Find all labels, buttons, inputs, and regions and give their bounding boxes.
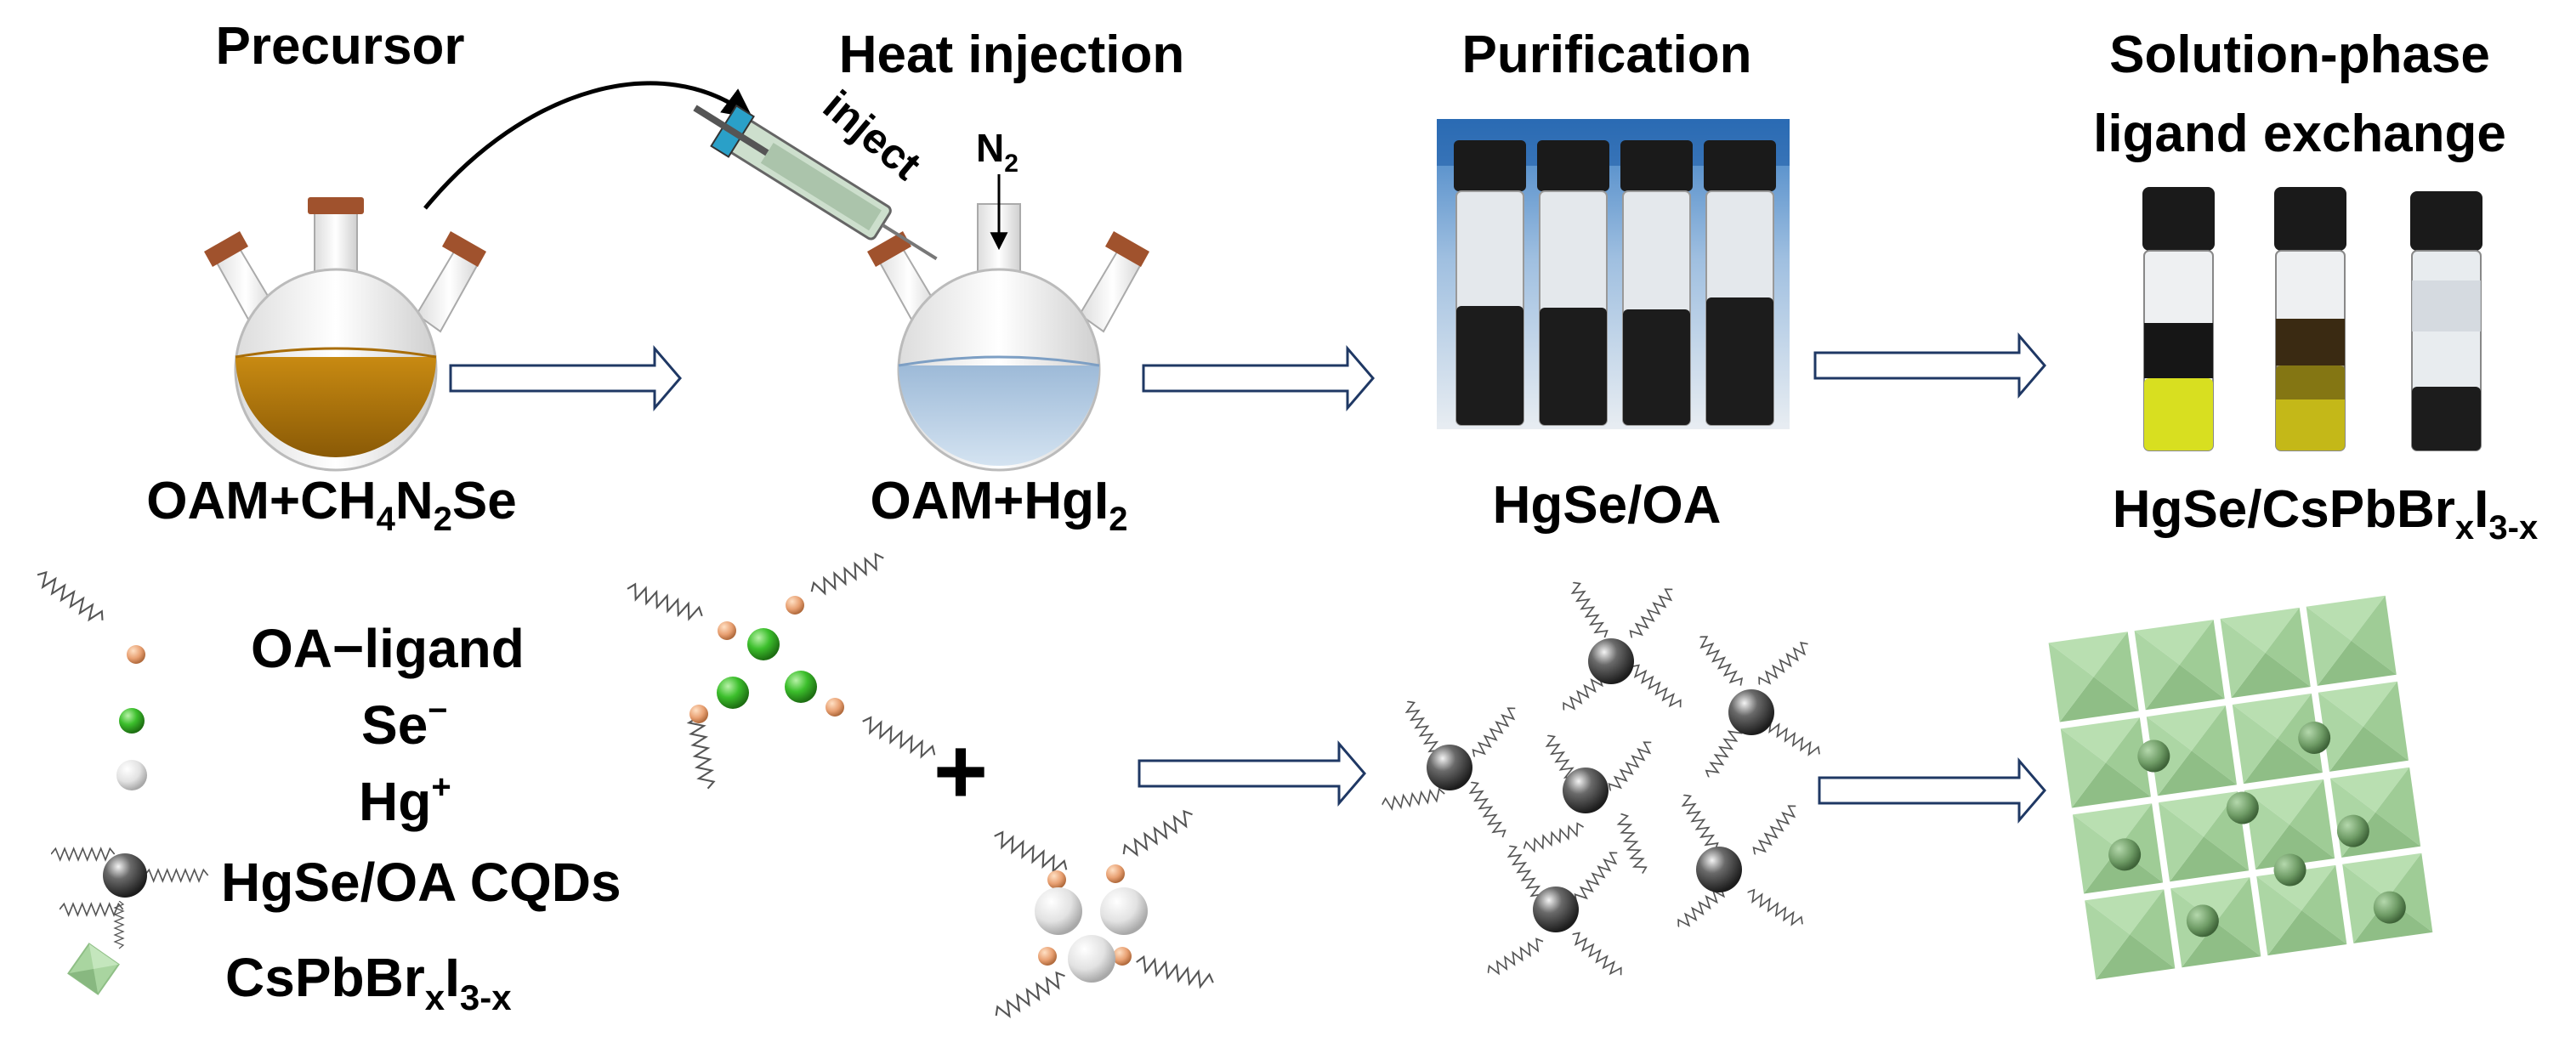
legend-label-perovskite: CsPbBrxI3-x (225, 947, 512, 1017)
stage3-title: Purification (1461, 25, 1751, 84)
vial (2410, 191, 2482, 451)
hg-ion-icon (116, 760, 147, 790)
embedded-cqd (2336, 814, 2369, 847)
perovskite-octahedron (2072, 803, 2164, 894)
vial (2274, 187, 2346, 451)
stage3-caption: HgSe/OA (1493, 476, 1722, 535)
stage2-caption: OAM+HgI2 (871, 472, 1128, 538)
stage4-title-line2: ligand exchange (2093, 105, 2506, 163)
ligand-exchange-photo (2142, 187, 2482, 451)
stage1-caption: OAM+CH4N2Se (146, 472, 517, 538)
hgse-cqd (1674, 791, 1807, 932)
process-arrow (1818, 756, 2046, 824)
perovskite-octahedron (2220, 607, 2311, 699)
hgse-cqd (1484, 842, 1626, 981)
hgse-cqd (1380, 698, 1521, 841)
purification-photo (1437, 119, 1790, 429)
embedded-cqd (2273, 853, 2306, 887)
embedded-cqd (2186, 904, 2219, 938)
vial (1454, 140, 1526, 426)
hgse-cqd (1559, 579, 1685, 716)
perovskite-octahedron (2085, 889, 2176, 980)
embedded-cqd (2373, 891, 2406, 924)
embedded-cqd (2298, 721, 2331, 754)
vial (1704, 140, 1776, 426)
perovskite-octahedron (2318, 681, 2409, 772)
perovskite-octahedron (2060, 717, 2151, 808)
process-arrow (1138, 739, 1366, 807)
transfer-arrow (423, 81, 753, 210)
hgse-cqd (1694, 632, 1824, 781)
perovskite-octahedron (2048, 632, 2139, 722)
embedded-cqd (2108, 838, 2142, 871)
stage1-title: Precursor (216, 17, 465, 76)
syringe-icon (693, 104, 938, 261)
legend-label-oa-ligand: OA−ligand (251, 618, 525, 679)
process-arrow (1813, 331, 2046, 399)
legend-label-cqd: HgSe/OA CQDs (221, 852, 621, 913)
plus-sign: + (933, 719, 988, 824)
stage4-title-line1: Solution-phase (2109, 25, 2490, 84)
vial (1537, 140, 1609, 426)
precursor-flask (204, 197, 486, 472)
legend-label-hg: Hg+ (359, 768, 451, 832)
perovskite-octahedron (2306, 595, 2397, 686)
process-arrow (449, 344, 682, 412)
se-ion-icon (119, 708, 145, 734)
hgse-cqd-cluster (1380, 579, 1824, 981)
perovskite-matrix (2048, 595, 2433, 980)
embedded-cqd (2137, 739, 2170, 773)
hgse-cqd-icon (51, 847, 209, 949)
stage4-caption: HgSe/CsPbBrxI3-x (2113, 480, 2538, 547)
perovskite-icon (67, 943, 120, 995)
n2-label: N2 (976, 126, 1018, 178)
legend-label-se: Se− (361, 692, 448, 756)
stopper-icon (308, 197, 364, 214)
perovskite-octahedron (2256, 864, 2347, 956)
heat-injection-flask (867, 203, 1149, 472)
vial (1620, 140, 1693, 426)
se-complex (623, 550, 939, 791)
stage2-title: Heat injection (839, 25, 1185, 84)
vial (2142, 187, 2215, 451)
embedded-cqd (2226, 791, 2259, 824)
process-arrow (1142, 344, 1375, 412)
legend: OA−ligand Se− Hg+ HgSe/OA CQDs CsPbBrxI3… (32, 568, 621, 1017)
oa-ligand-icon (32, 568, 145, 664)
perovskite-octahedron (2134, 620, 2225, 711)
hg-complex (990, 807, 1217, 1023)
hgse-cqd (1521, 732, 1657, 876)
